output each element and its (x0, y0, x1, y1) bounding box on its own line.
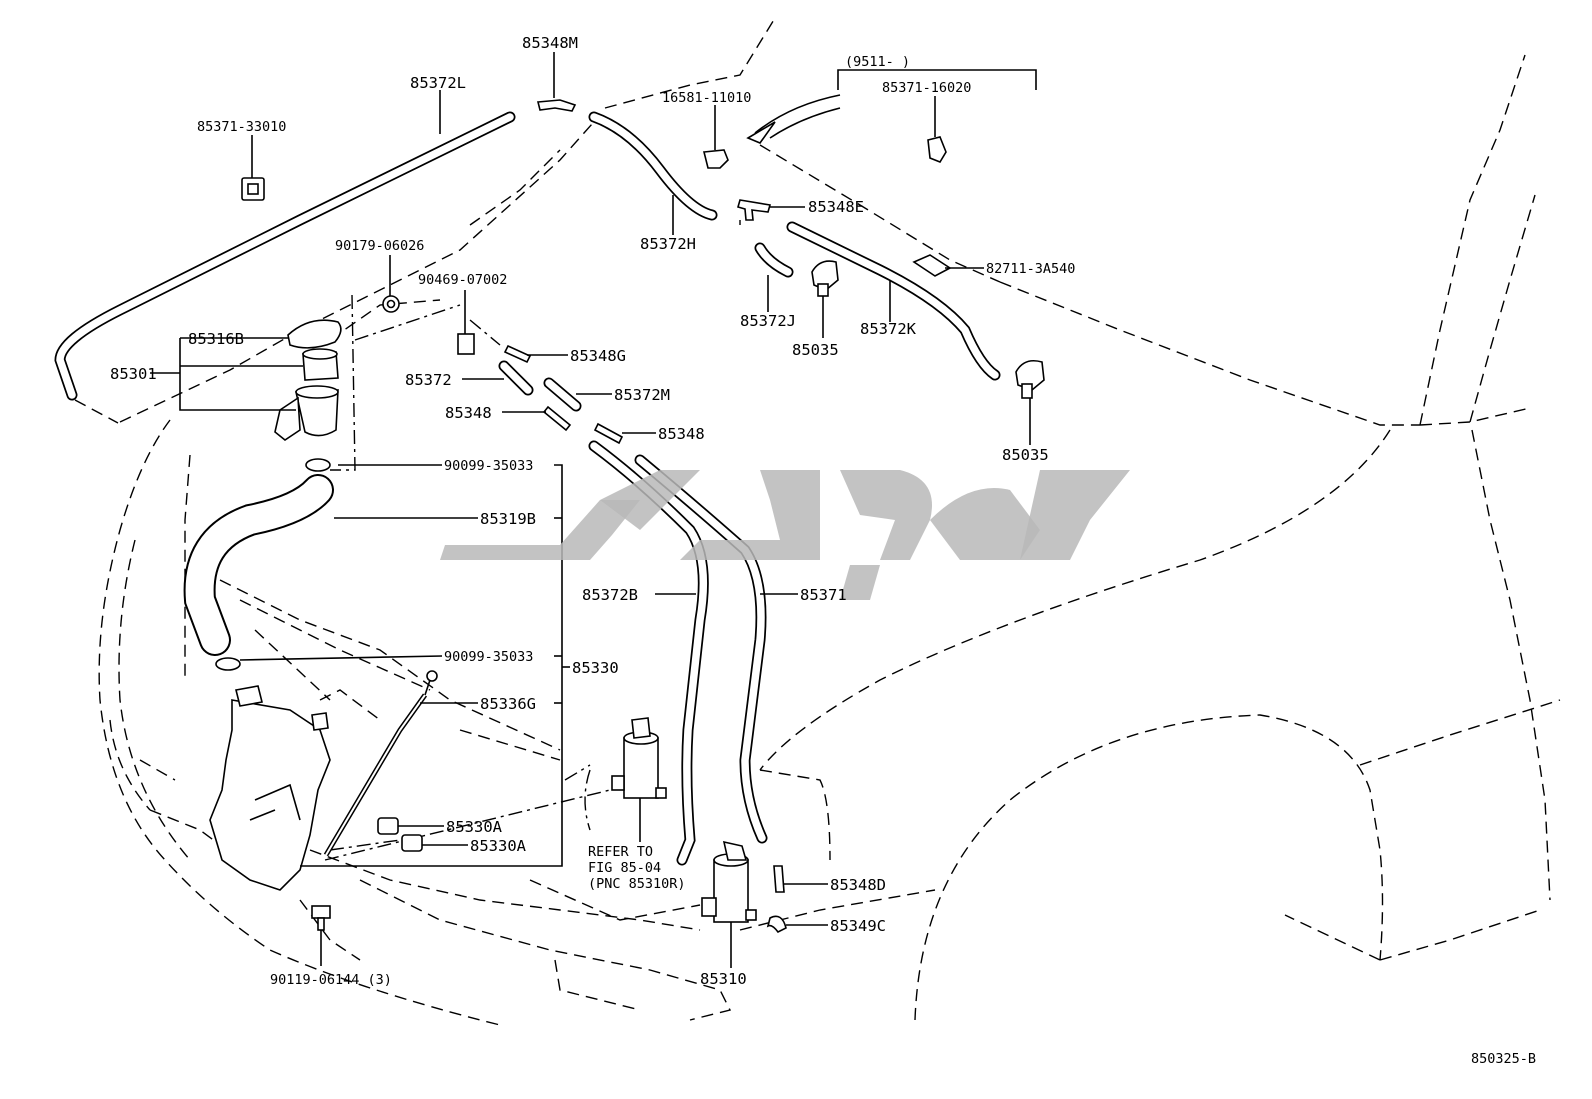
label-85372J: 85372J (740, 312, 796, 330)
label-82711-3A540: 82711-3A540 (986, 261, 1075, 277)
label-85348G: 85348G (570, 347, 626, 365)
label-85372L: 85372L (410, 74, 466, 92)
label-85336G: 85336G (480, 695, 536, 713)
label-refer-fig: FIG 85-04 (588, 860, 661, 876)
label-85035-b: 85035 (1002, 446, 1049, 464)
label-90119-06144: 90119-06144 (3) (270, 972, 392, 988)
label-85330: 85330 (572, 659, 619, 677)
label-refer-to: REFER TO (588, 844, 653, 860)
label-85301: 85301 (110, 365, 157, 383)
label-85372: 85372 (405, 371, 452, 389)
label-85316B: 85316B (188, 330, 244, 348)
label-85371-33010: 85371-33010 (197, 119, 286, 135)
watermark-logo (440, 470, 1130, 600)
label-85349C: 85349C (830, 917, 886, 935)
label-90469-07002: 90469-07002 (418, 272, 507, 288)
diagram-id: 850325-B (1471, 1051, 1536, 1067)
leader-lines (150, 52, 1037, 968)
label-85348-b: 85348 (658, 425, 705, 443)
label-85371-16020: 85371-16020 (882, 80, 971, 96)
label-85372K: 85372K (860, 320, 917, 338)
parts (209, 94, 1045, 934)
label-90099-35033-a: 90099-35033 (444, 458, 533, 474)
label-85372M: 85372M (614, 386, 670, 404)
label-refer-pnc: (PNC 85310R) (588, 876, 686, 892)
label-85372H: 85372H (640, 235, 696, 253)
label-85310: 85310 (700, 970, 747, 988)
label-85330A-b: 85330A (470, 837, 527, 855)
hoses (54, 111, 1001, 866)
label-85035-a: 85035 (792, 341, 839, 359)
label-85348E: 85348E (808, 198, 864, 216)
phantom-lines (324, 220, 741, 861)
label-85319B: 85319B (480, 510, 536, 528)
label-9511: (9511- ) (845, 54, 910, 70)
label-90179-06026: 90179-06026 (335, 238, 424, 254)
label-85348M: 85348M (522, 34, 578, 52)
part-labels: 85348M 85372L 85371-33010 (9511- ) 85371… (110, 34, 1536, 1067)
label-90099-35033-b: 90099-35033 (444, 649, 533, 665)
label-85348-a: 85348 (445, 404, 492, 422)
label-85372B: 85372B (582, 586, 638, 604)
label-85348D: 85348D (830, 876, 886, 894)
label-16581-11010: 16581-11010 (662, 90, 751, 106)
label-85371: 85371 (800, 586, 847, 604)
label-85330A-a: 85330A (446, 818, 503, 836)
